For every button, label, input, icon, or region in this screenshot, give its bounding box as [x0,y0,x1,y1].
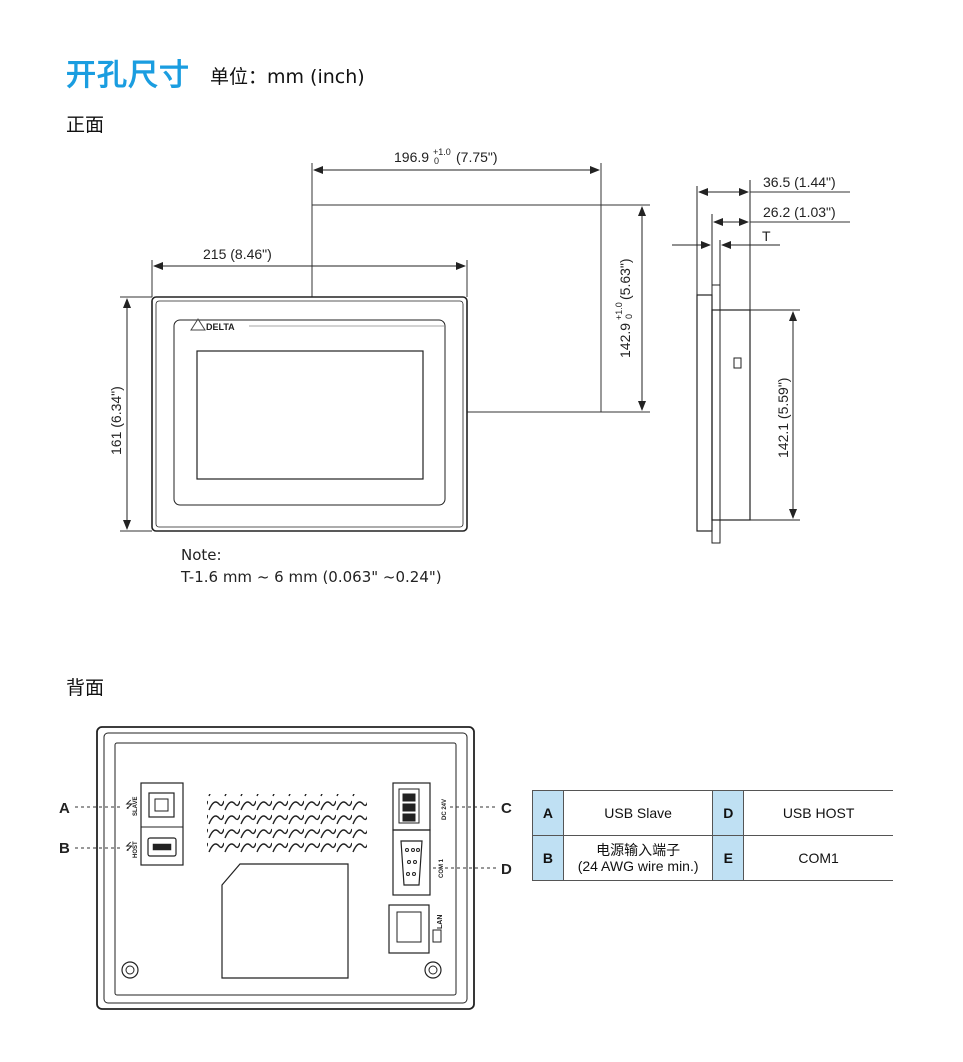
legend-value: USB HOST [743,790,893,836]
cutout-width-value: 196.9 [394,149,429,165]
callout-a: A [59,800,70,817]
usb-host-port [147,837,177,857]
cutout-height-tol: +1.0 [614,302,624,320]
host-port-label: HOST [133,841,139,858]
logo-text: DELTA [206,322,235,332]
cutout-height-label: 142.9 +1.0 0 (5.63") [614,258,634,358]
table-row: B 电源输入端子 (24 AWG wire min.) E COM1 [532,835,893,881]
front-panel: DELTA [151,296,468,532]
lan-label: LAN [437,915,444,929]
front-view-label: 正面 [66,114,105,136]
lan-icon [432,929,442,943]
screw-icon [424,961,442,979]
callout-d: D [501,861,512,878]
table-row: A USB Slave D USB HOST [532,790,893,836]
legend-value: 电源输入端子 (24 AWG wire min.) [563,835,713,881]
callout-c: C [501,800,512,817]
unit-label: 单位：mm (inch) [210,66,365,88]
delta-logo-icon [190,318,206,331]
slave-port-label: SLAVE [133,796,139,816]
cutout-width-tol-low: 0 [434,156,439,166]
power-terminal [392,782,431,831]
usb-host-icon: ⭍ [125,841,133,853]
usb-port-block [140,782,184,866]
legend-value-sub: (24 AWG wire min.) [577,858,699,874]
com-port [392,829,431,896]
depth-total-label: 36.5 (1.44") [763,174,836,190]
back-housing [96,726,475,1010]
legend-value-main: 电源输入端子 [596,842,681,858]
callout-b: B [59,840,70,857]
cutout-height-inch: (5.63") [617,258,633,300]
legend-key: A [532,790,564,836]
body-height-label: 142.1 (5.59") [775,378,791,458]
cutout-height-tol-low: 0 [624,314,634,319]
thickness-label: T [762,228,771,244]
usb-slave-port [148,792,175,818]
panel-height-label: 161 (6.34") [108,386,124,455]
legend-key: E [712,835,745,881]
note: Note: T-1.6 mm ~ 6 mm (0.063" ~0.24") [181,544,442,588]
cutout-width-tol: +1.0 [433,147,451,157]
power-label: DC 24V [442,799,448,820]
usb-slave-icon: ⭍ [125,799,133,811]
cutout-width-inch: (7.75") [456,149,498,165]
lan-port [388,904,430,954]
label-plate [221,863,349,979]
callout-lines [75,806,498,869]
note-label: Note: [181,546,222,564]
cutout-outline [311,163,650,413]
port-legend-table: A USB Slave D USB HOST B 电源输入端子 (24 AWG … [532,790,893,881]
panel-width-label: 215 (8.46") [203,246,272,262]
legend-key: B [532,835,564,881]
back-view-label: 背面 [66,677,105,699]
cutout-height-value: 142.9 [617,323,633,358]
note-text: T-1.6 mm ~ 6 mm (0.063" ~0.24") [181,568,442,586]
legend-value: COM1 [743,835,893,881]
depth-body-label: 26.2 (1.03") [763,204,836,220]
page-title: 开孔尺寸 [66,58,190,93]
legend-value: USB Slave [563,790,713,836]
screw-icon [121,961,139,979]
legend-key: D [712,790,745,836]
side-view [696,180,800,544]
vent-slots [207,794,367,856]
